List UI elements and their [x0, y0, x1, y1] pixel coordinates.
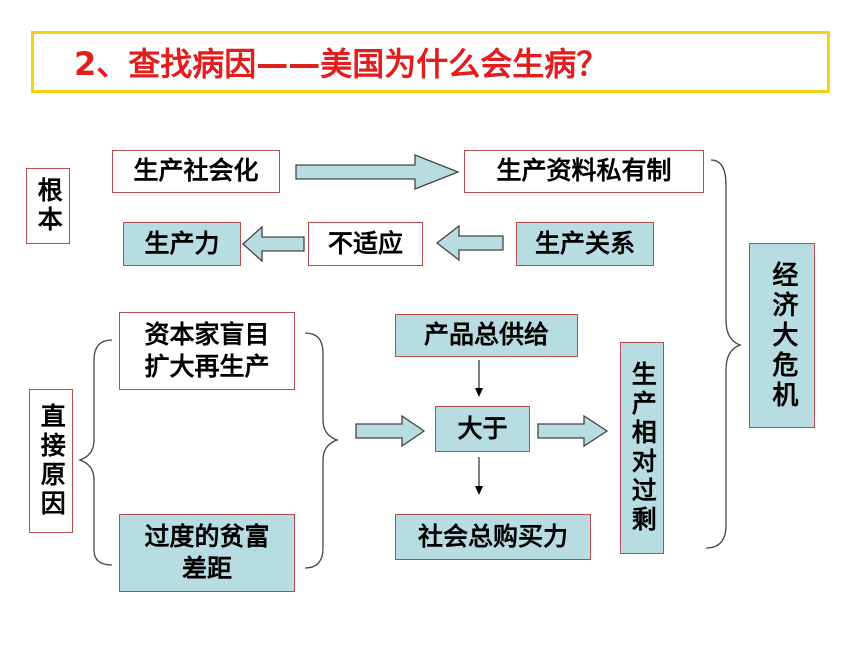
block-arrow-right-mid-1 [355, 414, 426, 448]
brace-crisis [705, 159, 742, 549]
box-greater-than: 大于 [435, 406, 530, 452]
box-private-ownership: 生产资料私有制 [464, 150, 704, 193]
block-arrow-left-2 [435, 224, 504, 262]
label-direct-cause: 直接原因 [29, 389, 73, 533]
box-total-supply: 产品总供给 [395, 314, 578, 357]
box-relative-overproduction: 生产相对过剩 [620, 342, 664, 554]
thin-arrow-down-1 [475, 388, 483, 397]
box-wealth-gap: 过度的贫富 差距 [119, 514, 295, 592]
box-socialized-production: 生产社会化 [112, 150, 280, 193]
block-arrow-left-1 [242, 225, 305, 263]
box-wealth-gap-line2: 差距 [181, 554, 232, 583]
label-root-cause: 根本 [26, 168, 70, 244]
thin-arrow-down-2 [475, 486, 483, 495]
box-economic-crisis: 经济大危机 [749, 243, 815, 428]
box-production-relations: 生产关系 [516, 222, 654, 266]
box-purchasing-power: 社会总购买力 [395, 514, 591, 560]
box-blind-expansion-line2: 扩大再生产 [144, 352, 270, 381]
box-productive-forces: 生产力 [123, 222, 241, 266]
brace-right [304, 332, 339, 569]
block-arrow-right-mid-2 [537, 414, 609, 448]
slide-title: 2、查找病因——美国为什么会生病？ [31, 31, 830, 93]
brace-left [78, 339, 113, 566]
box-wealth-gap-line1: 过度的贫富 [144, 521, 270, 551]
box-blind-expansion: 资本家盲目 扩大再生产 [119, 312, 295, 390]
block-arrow-right-top [295, 154, 460, 190]
box-blind-expansion-line1: 资本家盲目 [144, 319, 270, 349]
box-incompatible: 不适应 [308, 222, 423, 266]
